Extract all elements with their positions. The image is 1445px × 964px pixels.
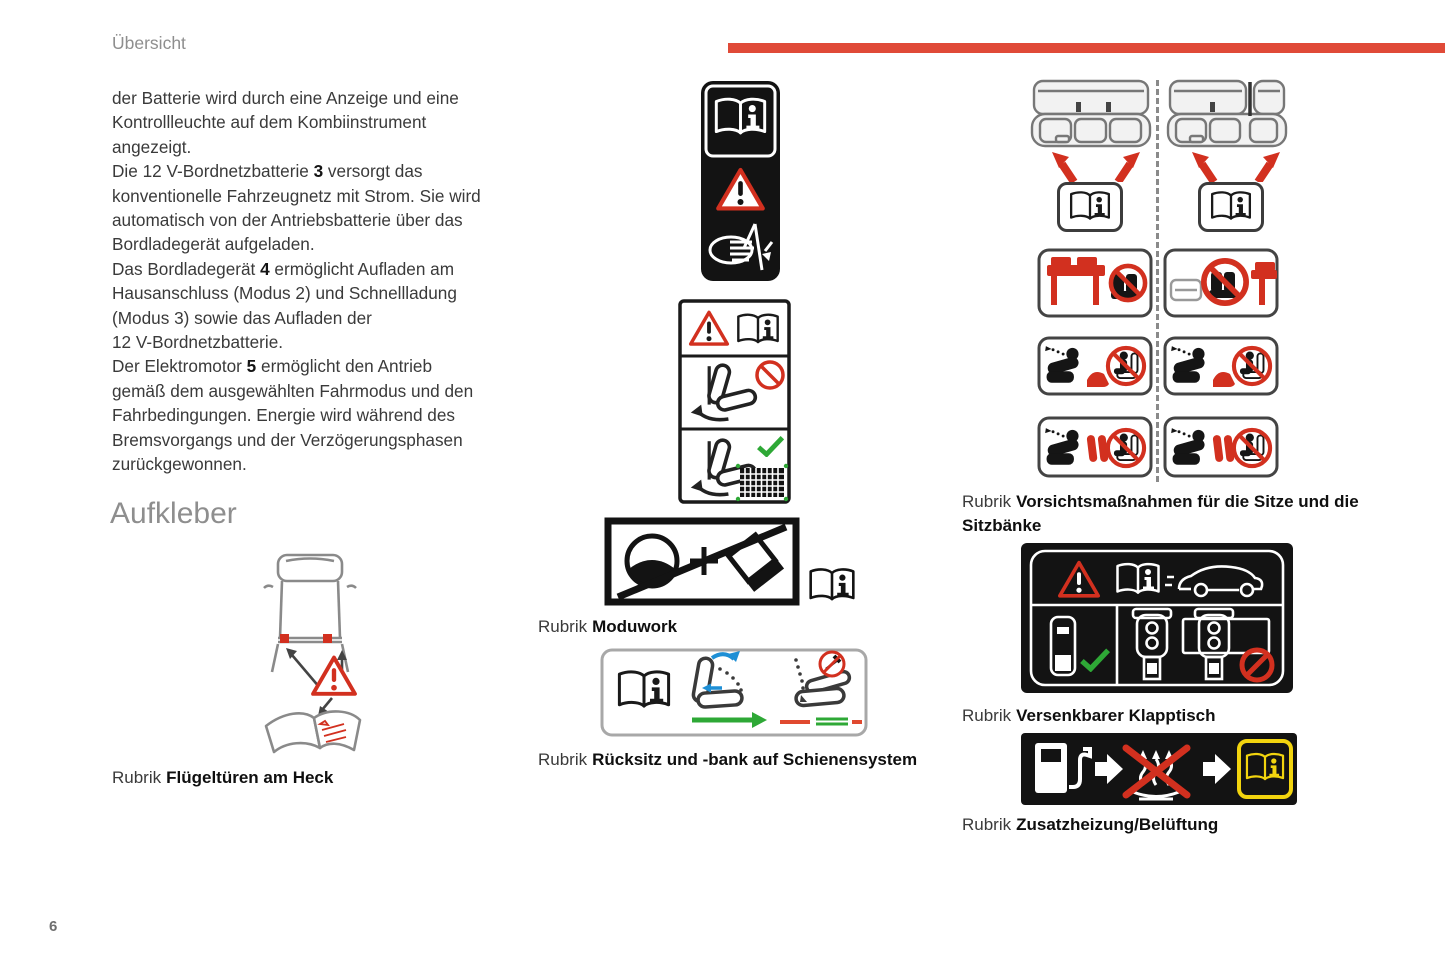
- warning-page-content: [317, 719, 347, 743]
- accent-bar: [728, 43, 1445, 53]
- open-book-drawing: [264, 710, 362, 754]
- no-sitting-pictogram: [1163, 416, 1279, 478]
- no-table-pictogram: [1037, 248, 1153, 318]
- zusatzheizung-label: [1021, 733, 1297, 805]
- owner-manual-book-icon: [1069, 191, 1111, 220]
- owner-manual-book-icon: [1210, 191, 1252, 220]
- seat-slide-rails-icon: [691, 651, 767, 728]
- no-sitting-pictogram: [1037, 336, 1153, 396]
- no-sitting-pictogram: [1163, 336, 1279, 396]
- owner-manual-book-icon: [809, 567, 855, 601]
- seat-fold-label: [678, 299, 791, 504]
- owner-manual-book-icon: [1237, 739, 1293, 799]
- rail-seat-label: [600, 648, 868, 737]
- moduwork-label: [604, 517, 800, 606]
- page-title: Aufkleber: [110, 497, 237, 530]
- book-label: [1198, 182, 1264, 232]
- arrow-right-icon: [1203, 754, 1231, 784]
- table-latch-icon: [1193, 607, 1235, 681]
- folded-backrest-bars: [1212, 435, 1235, 462]
- auxiliary-heater-icon: [1122, 744, 1191, 801]
- section-label: Übersicht: [112, 33, 186, 53]
- cargo-grid-icon: [735, 463, 789, 502]
- red-up-arrow-icon: [1192, 152, 1280, 182]
- hinge-mark: [323, 634, 332, 643]
- folded-cushion-icon: [1087, 372, 1109, 387]
- red-folding-table-icon: [1251, 262, 1277, 305]
- folded-item-outline: [1169, 278, 1203, 302]
- no-sitting-pictogram: [1037, 416, 1153, 478]
- split-bench-top-view: [1166, 79, 1288, 148]
- table-latch-icon: [1131, 607, 1173, 681]
- book-label: [1057, 182, 1123, 232]
- warning-triangle-icon: [311, 655, 357, 696]
- divider-dashed: [1156, 80, 1159, 482]
- arrow-right-icon: [1095, 754, 1123, 784]
- fuel-pump-icon: [1035, 743, 1092, 793]
- van-side-view-icon: [1165, 565, 1264, 598]
- folded-bench-top-view: [1030, 79, 1152, 148]
- body-text: der Batterie wird durch eine Anzeige und…: [112, 88, 481, 475]
- slash: [616, 523, 788, 601]
- door-warning-label: [701, 81, 780, 281]
- red-folding-table-icon: [1047, 257, 1105, 305]
- rear-doors-illustration: [263, 553, 362, 754]
- no-seat-pictogram: [1163, 248, 1279, 318]
- page-number: 6: [49, 918, 58, 935]
- folded-backrest-bars: [1086, 435, 1109, 462]
- prohibition-circle-icon: [1239, 647, 1275, 683]
- stowed-table-icon: [1049, 615, 1077, 677]
- folded-cushion-icon: [1213, 372, 1235, 387]
- klapptisch-label: [1021, 543, 1293, 693]
- hinge-mark: [280, 634, 289, 643]
- tilted-table-icon: [725, 531, 785, 592]
- no-tools-icon: [818, 650, 846, 678]
- seat-folded-icon: [780, 650, 862, 726]
- hand-pinch-warning-icon: [708, 223, 774, 271]
- red-up-arrow-icon: [1052, 152, 1140, 182]
